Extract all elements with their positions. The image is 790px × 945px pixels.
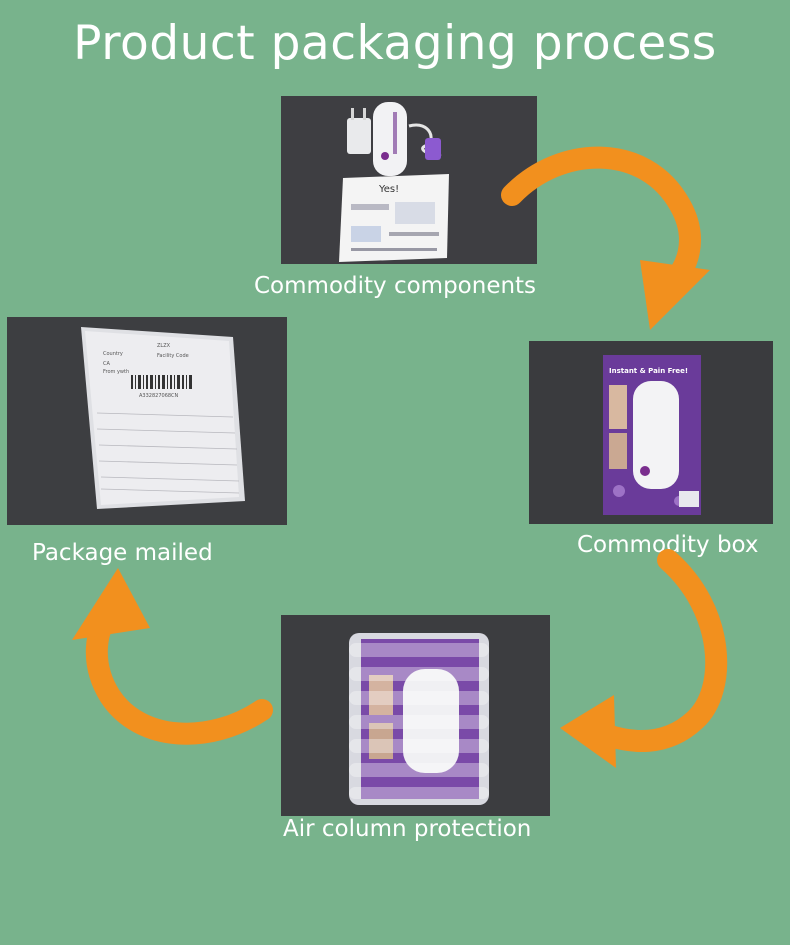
label-air-column-protection: Air column protection xyxy=(283,816,532,842)
package-mailed-photo: ZLZX Country Facility Code CA From ywth … xyxy=(7,317,287,525)
air-column-photo xyxy=(281,615,550,816)
commodity-box-photo: Instant & Pain Free! xyxy=(529,341,773,524)
commodity-components-photo: Yes! xyxy=(281,96,537,264)
label-commodity-components: Commodity components xyxy=(254,273,537,299)
arrow-components-to-box xyxy=(501,146,710,330)
label-package-mailed: Package mailed xyxy=(32,540,213,566)
shipping-label-text-5: From ywth xyxy=(103,369,129,375)
shipping-label-text-3: Facility Code xyxy=(157,353,189,359)
shipping-label-text-1: ZLZX xyxy=(157,343,171,349)
arrow-aircolumn-to-mailed xyxy=(72,568,273,745)
shipping-label-text-6: A332827068CN xyxy=(139,393,179,399)
box-headline-text: Instant & Pain Free! xyxy=(609,367,688,375)
label-commodity-box: Commodity box xyxy=(577,532,759,558)
arrow-box-to-aircolumn xyxy=(560,549,728,768)
manual-brand-text: Yes! xyxy=(378,184,399,195)
page-title: Product packaging process xyxy=(73,16,717,71)
shipping-label-text-2: Country xyxy=(103,351,123,357)
shipping-label-text-4: CA xyxy=(103,361,110,367)
